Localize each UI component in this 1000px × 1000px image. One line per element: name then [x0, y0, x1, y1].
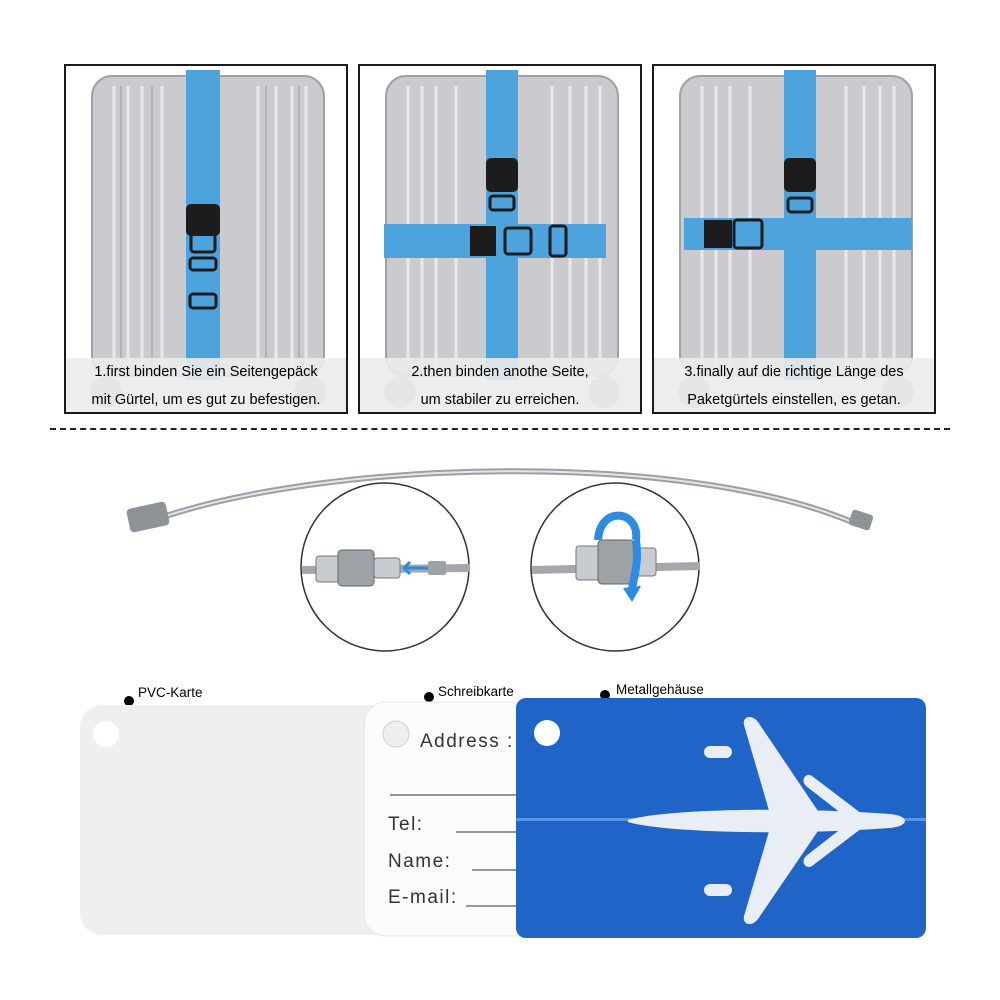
buckle-icon	[784, 158, 816, 192]
metal-label-dot	[600, 690, 610, 700]
write-label: Schreibkarte	[438, 684, 514, 699]
step-1-line-2: mit Gürtel, um es gut zu befestigen.	[91, 392, 321, 408]
pvc-label: PVC-Karte	[138, 685, 203, 700]
step-caption-2: 2.then binden anothe Seite, um stabiler …	[360, 358, 640, 412]
address-field-label: Address :	[420, 731, 514, 752]
buckle-icon	[186, 204, 220, 236]
write-label-dot	[424, 692, 434, 702]
metal-label: Metallgehäuse	[616, 682, 704, 697]
buckle-icon	[704, 220, 732, 248]
step-caption-3: 3.finally auf die richtige Länge des Pak…	[654, 358, 934, 412]
buckle-icon	[486, 158, 518, 192]
step-panel-3: 3.finally auf die richtige Länge des Pak…	[652, 64, 936, 414]
step-3-line-2: Paketgürtels einstellen, es getan.	[687, 392, 901, 408]
step-2-line-2: um stabiler zu erreichen.	[420, 392, 580, 408]
screw-arrow-icon	[401, 560, 428, 576]
step-3-line-1: 3.finally auf die richtige Länge des	[684, 364, 904, 380]
step-caption-1: 1.first binden Sie ein Seitengepäck mit …	[66, 358, 346, 412]
dashed-divider	[50, 428, 950, 430]
suitcase-image-3	[678, 70, 914, 408]
email-field-label: E-mail:	[388, 887, 458, 908]
airplane-icon	[628, 716, 905, 925]
pvc-card	[80, 705, 410, 935]
step-panel-2: 2.then binden anothe Seite, um stabiler …	[358, 64, 642, 414]
step-2-line-1: 2.then binden anothe Seite,	[411, 364, 589, 380]
name-field-label: Name:	[388, 851, 452, 872]
suitcase-image-1	[90, 70, 326, 408]
steel-cable-illustration	[126, 468, 874, 652]
step-panel-1: 1.first binden Sie ein Seitengepäck mit …	[64, 64, 348, 414]
tel-field-label: Tel:	[388, 814, 424, 835]
pvc-label-dot	[124, 696, 134, 706]
buckle-icon	[470, 226, 496, 256]
step-1-line-1: 1.first binden Sie ein Seitengepäck	[94, 364, 318, 380]
